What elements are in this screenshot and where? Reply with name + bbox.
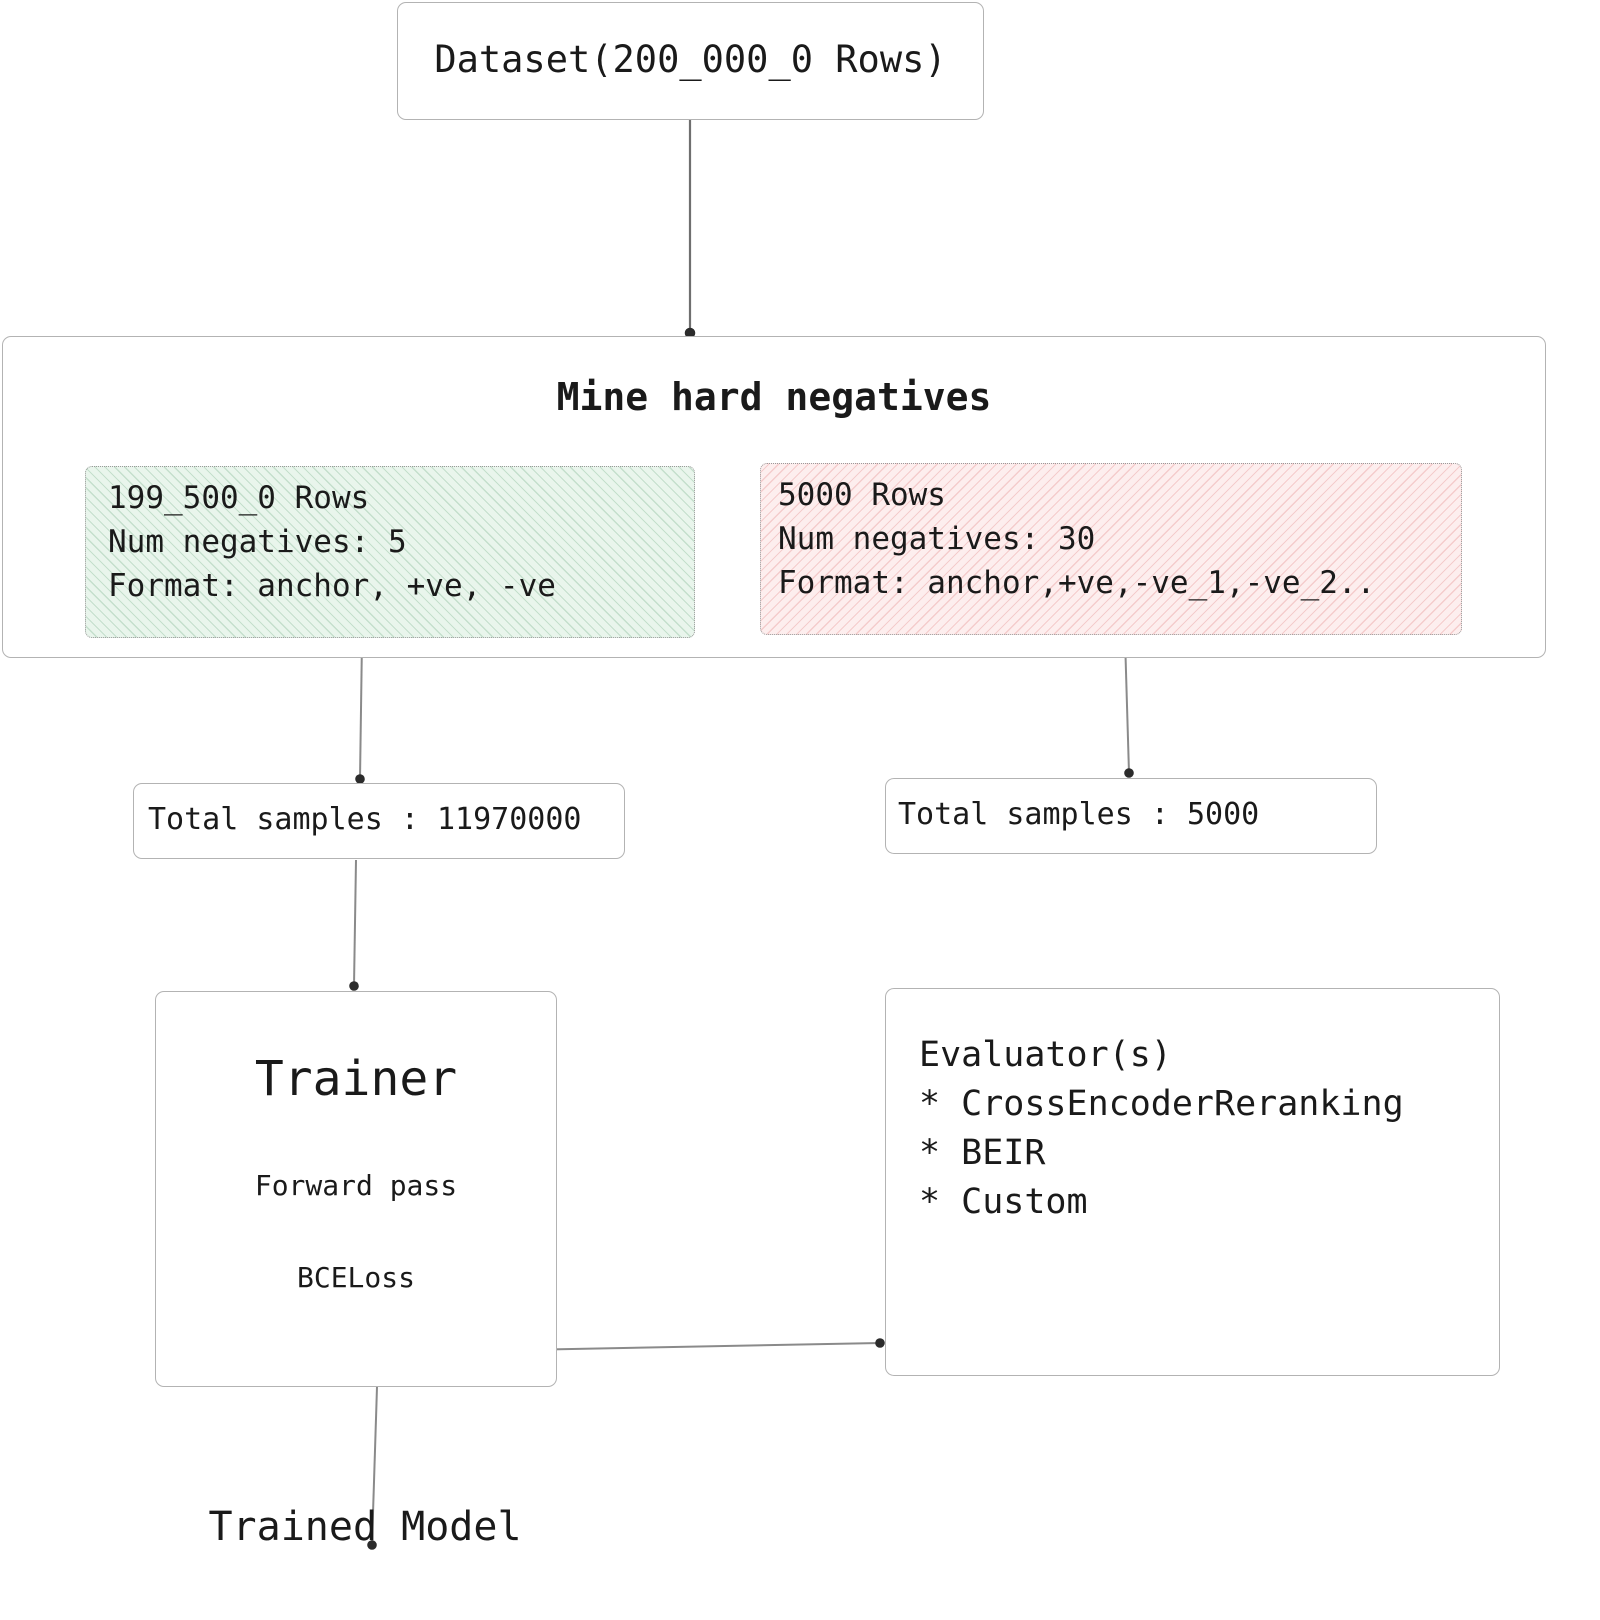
mine-hard-negatives-title: Mine hard negatives	[556, 375, 992, 419]
dataset-node[interactable]	[397, 2, 984, 120]
evaluator-text: Evaluator(s) * CrossEncoderReranking * B…	[919, 1035, 1404, 1222]
trainer-title: Trainer	[254, 1051, 458, 1107]
positive-dataset-text: 199_500_0 Rows Num negatives: 5 Format: …	[108, 480, 556, 604]
negative-dataset-text: 5000 Rows Num negatives: 30 Format: anch…	[778, 477, 1376, 601]
total-samples-eval-label: Total samples : 5000	[898, 797, 1260, 832]
positive-dataset-box[interactable]	[85, 466, 695, 638]
forward-pass-label: Forward pass	[254, 1169, 458, 1202]
evaluator-node[interactable]	[885, 988, 1500, 1376]
bceloss-label: BCELoss	[296, 1261, 415, 1294]
edge-total-left-to-trainer	[349, 859, 359, 991]
trainer-node[interactable]	[155, 991, 557, 1387]
edge-positive-to-total-left	[355, 639, 365, 784]
edge-negative-to-total-right	[1124, 637, 1134, 778]
total-samples-eval-node[interactable]	[885, 778, 1377, 854]
negative-dataset-box[interactable]	[760, 463, 1462, 635]
trained-model-label: Trained Model	[208, 1504, 522, 1550]
total-samples-train-label: Total samples : 11970000	[148, 802, 582, 837]
total-samples-train-node[interactable]	[133, 783, 625, 859]
dataset-label: Dataset(200_000_0 Rows)	[434, 38, 947, 81]
